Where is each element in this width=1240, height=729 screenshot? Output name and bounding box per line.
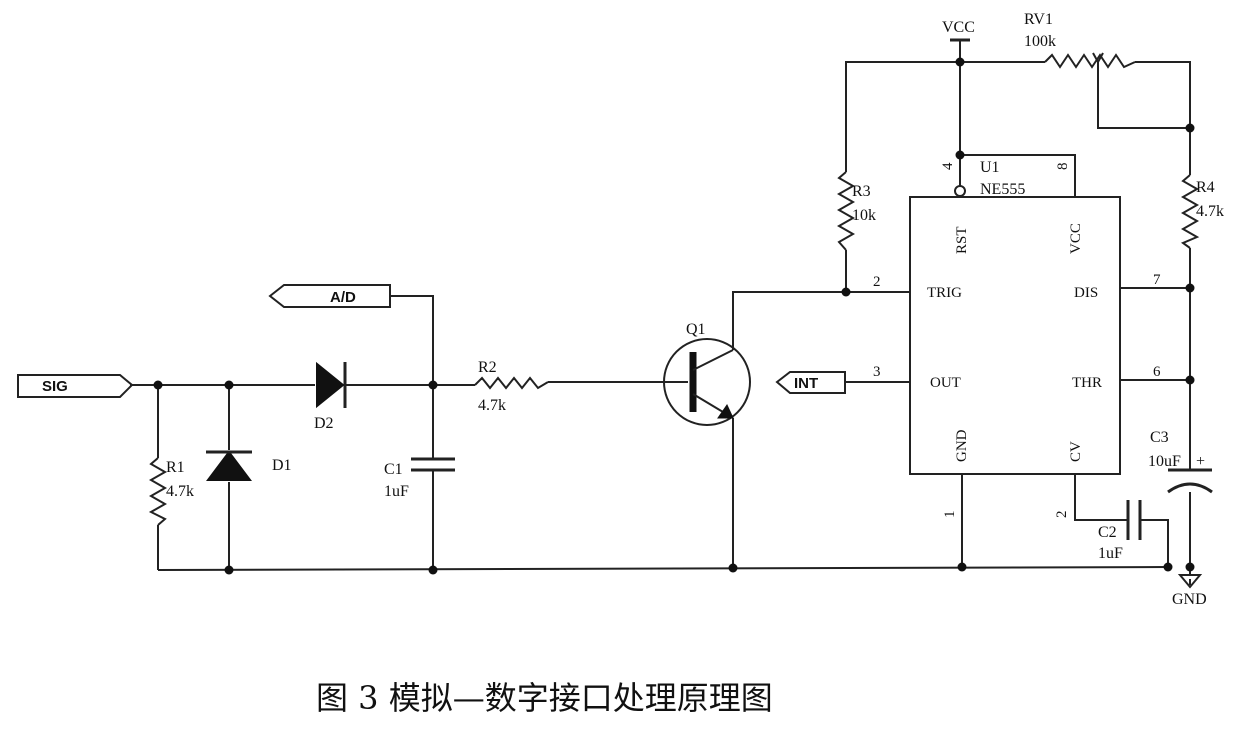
u1-pinnum-trig: 2 bbox=[873, 274, 881, 290]
u1-pin-rst: RST bbox=[954, 226, 970, 254]
vcc-symbol: VCC bbox=[942, 19, 975, 42]
u1-pin-cv: CV bbox=[1068, 441, 1084, 462]
u1-pinnum-thr: 6 bbox=[1153, 364, 1161, 380]
r4-ref: R4 bbox=[1196, 179, 1215, 196]
c1-value: 1uF bbox=[384, 483, 409, 500]
resistor-r3: R3 10k bbox=[836, 171, 876, 251]
u1-pin-gnd: GND bbox=[954, 429, 970, 462]
resistor-r2: R2 4.7k bbox=[474, 359, 549, 414]
r1-ref: R1 bbox=[166, 459, 185, 476]
wires bbox=[130, 40, 1191, 575]
u1-pin-dis: DIS bbox=[1074, 285, 1098, 301]
u1-pinnum-vcc: 8 bbox=[1055, 163, 1071, 171]
r2-value: 4.7k bbox=[478, 397, 506, 414]
int-port-label: INT bbox=[794, 375, 818, 392]
gnd-label: GND bbox=[1172, 591, 1207, 608]
u1-part: NE555 bbox=[980, 181, 1025, 198]
ground-symbol: GND bbox=[1172, 574, 1207, 608]
ad-port-label: A/D bbox=[330, 289, 356, 306]
rv1-value: 100k bbox=[1024, 33, 1056, 50]
c2-ref: C2 bbox=[1098, 524, 1117, 541]
u1-pin-out: OUT bbox=[930, 375, 961, 391]
figure-caption: 图 3 模拟—数字接口处理原理图 bbox=[316, 679, 773, 717]
r3-ref: R3 bbox=[852, 183, 871, 200]
u1-pinnum-cv: 2 bbox=[1054, 511, 1070, 519]
u1-pinnum-rst: 4 bbox=[940, 162, 956, 170]
transistor-q1: Q1 bbox=[663, 321, 751, 426]
r3-value: 10k bbox=[852, 207, 876, 224]
r1-value: 4.7k bbox=[166, 483, 194, 500]
c1-ref: C1 bbox=[384, 461, 403, 478]
resistor-r4: R4 4.7k bbox=[1180, 174, 1224, 249]
diode-d1: D1 bbox=[206, 450, 292, 481]
u1-pinnum-dis: 7 bbox=[1153, 272, 1161, 288]
u1-pin-vcc: VCC bbox=[1068, 223, 1084, 254]
u1-pin-trig: TRIG bbox=[927, 285, 962, 301]
int-port: INT bbox=[775, 371, 846, 394]
diode-d2: D2 bbox=[314, 361, 347, 432]
c3-polarity: + bbox=[1196, 453, 1205, 470]
d1-ref: D1 bbox=[272, 457, 292, 474]
c3-ref: C3 bbox=[1150, 429, 1169, 446]
r2-ref: R2 bbox=[478, 359, 497, 376]
capacitor-c3: C3 10uF + bbox=[1148, 429, 1213, 494]
capacitor-c2: C2 1uF bbox=[1098, 500, 1142, 562]
c3-value: 10uF bbox=[1148, 453, 1181, 470]
potentiometer-rv1: RV1 100k bbox=[1024, 11, 1136, 69]
c2-value: 1uF bbox=[1098, 545, 1123, 562]
ic-u1-ne555: U1 NE555 TRIG OUT DIS THR RST VCC GND CV… bbox=[873, 159, 1161, 518]
r4-value: 4.7k bbox=[1196, 203, 1224, 220]
u1-pinnum-out: 3 bbox=[873, 364, 881, 380]
u1-pin-thr: THR bbox=[1072, 375, 1102, 391]
capacitor-c1: C1 1uF bbox=[384, 457, 455, 500]
d2-ref: D2 bbox=[314, 415, 334, 432]
vcc-label: VCC bbox=[942, 19, 975, 36]
u1-ref: U1 bbox=[980, 159, 1000, 176]
sig-port-label: SIG bbox=[42, 378, 68, 395]
sig-port: SIG bbox=[17, 374, 134, 398]
junction-dots bbox=[153, 57, 1195, 575]
resistor-r1: R1 4.7k bbox=[148, 457, 194, 526]
rv1-ref: RV1 bbox=[1024, 11, 1053, 28]
q1-ref: Q1 bbox=[686, 321, 706, 338]
ad-port: A/D bbox=[268, 284, 391, 308]
u1-pinnum-gnd: 1 bbox=[942, 511, 958, 519]
